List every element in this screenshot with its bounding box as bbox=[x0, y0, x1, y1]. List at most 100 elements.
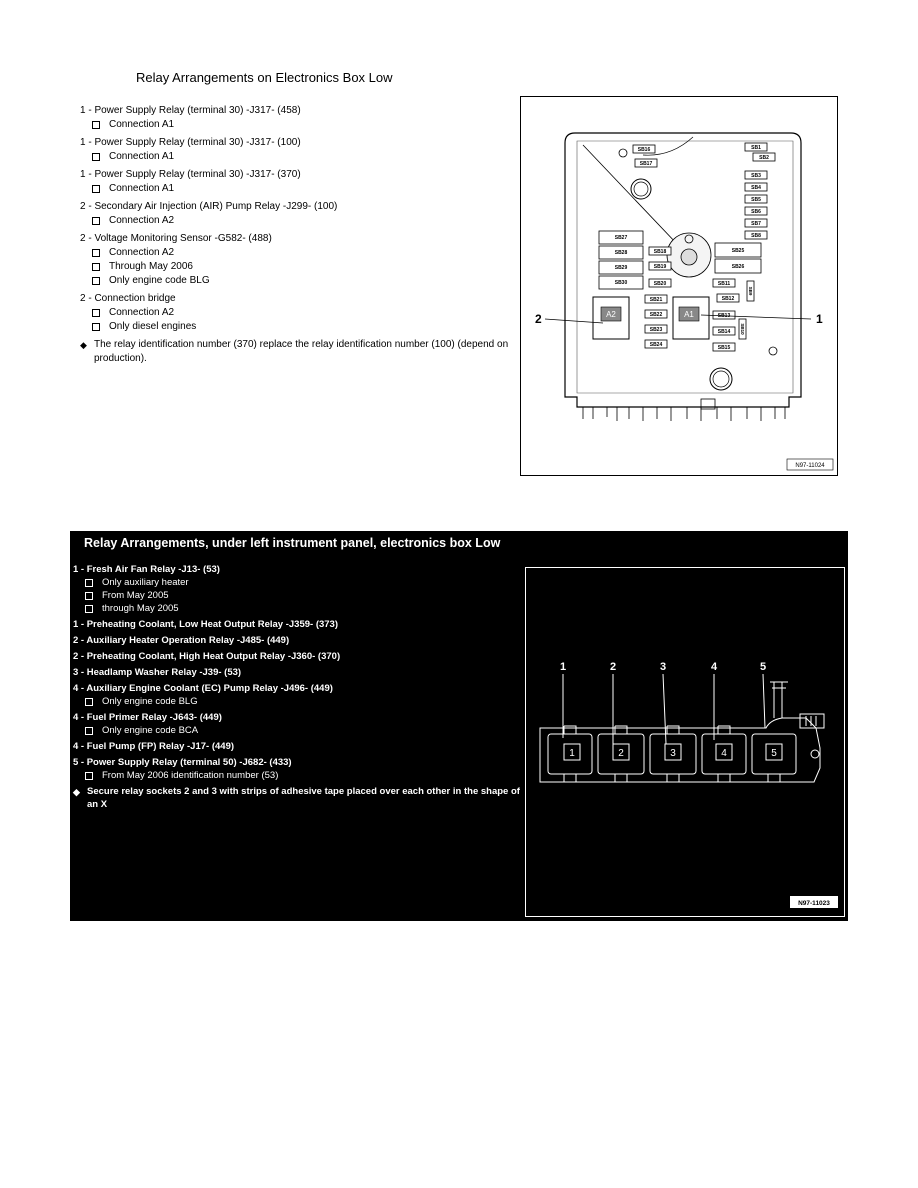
fuse-SB7 bbox=[744, 218, 768, 228]
diamond-bullet-icon: ◆ bbox=[73, 787, 80, 797]
fuse-label: SB7 bbox=[751, 221, 761, 227]
fuse-label: SB24 bbox=[650, 342, 663, 348]
note: ◆ Secure relay sockets 2 and 3 with stri… bbox=[73, 785, 525, 811]
fuse-label: SB14 bbox=[718, 329, 731, 335]
section2-title: Relay Arrangements, under left instrumen… bbox=[84, 536, 501, 550]
callout-3: 3 bbox=[660, 661, 666, 673]
fuse-SB29 bbox=[598, 260, 644, 275]
fuse-label: SB15 bbox=[718, 345, 731, 351]
socket-label-2: 2 bbox=[618, 748, 624, 759]
note-text: Secure relay sockets 2 and 3 with strips… bbox=[87, 786, 520, 810]
fuse-label: SB8 bbox=[751, 233, 761, 239]
socket-number-box bbox=[563, 743, 581, 761]
section2-panel: Relay Arrangements, under left instrumen… bbox=[70, 531, 848, 921]
fuse-SB11 bbox=[712, 278, 736, 288]
socket-number-box bbox=[664, 743, 682, 761]
list-item: 1 - Power Supply Relay (terminal 30) -J3… bbox=[80, 136, 520, 164]
list-item: 2 - Preheating Coolant, High Heat Output… bbox=[73, 650, 525, 663]
item-label: 2 - Secondary Air Injection (AIR) Pump R… bbox=[80, 201, 338, 212]
sub-item: Only engine code BLG bbox=[73, 695, 525, 708]
fuse-SB20 bbox=[648, 278, 672, 288]
fuse-SB5 bbox=[744, 194, 768, 204]
fuse-label: SB21 bbox=[650, 297, 663, 303]
fuse-SB17 bbox=[634, 158, 658, 168]
section2-list: 1 - Fresh Air Fan Relay -J13- (53) Only … bbox=[73, 563, 525, 811]
list-item: 1 - Preheating Coolant, Low Heat Output … bbox=[73, 618, 525, 631]
fuse-SB15 bbox=[712, 342, 736, 352]
note: ◆ The relay identification number (370) … bbox=[80, 338, 520, 366]
list-item: 2 - Secondary Air Injection (AIR) Pump R… bbox=[80, 200, 520, 228]
item-label: 1 - Power Supply Relay (terminal 30) -J3… bbox=[80, 169, 301, 180]
figure-code: N97-11023 bbox=[798, 900, 830, 907]
fuse-SB28 bbox=[598, 245, 644, 260]
sub-item: through May 2005 bbox=[73, 602, 525, 615]
checkbox-bullet-icon bbox=[92, 217, 100, 225]
fuse-SB4 bbox=[744, 182, 768, 192]
list-item: 5 - Power Supply Relay (terminal 50) -J6… bbox=[73, 756, 525, 782]
socket-number-box bbox=[765, 743, 783, 761]
note-text: The relay identification number (370) re… bbox=[94, 339, 509, 364]
list-item: 2 - Auxiliary Heater Operation Relay -J4… bbox=[73, 634, 525, 647]
sub-item: Only auxiliary heater bbox=[73, 576, 525, 589]
item-label: 2 - Preheating Coolant, High Heat Output… bbox=[73, 651, 341, 662]
fuse-label: SB23 bbox=[650, 327, 663, 333]
socket-label-3: 3 bbox=[670, 748, 676, 759]
fuse-label: SB5 bbox=[751, 197, 761, 203]
fuse-SB19 bbox=[648, 261, 672, 271]
fuse-label: SB4 bbox=[751, 185, 761, 191]
section1-title: Relay Arrangements on Electronics Box Lo… bbox=[136, 70, 393, 85]
fuse-label: SB16 bbox=[638, 147, 651, 153]
relay-socket-2 bbox=[597, 733, 645, 775]
sub-item: Connection A2 bbox=[80, 246, 520, 260]
fuse-SB18 bbox=[648, 246, 672, 256]
relay-socket-1 bbox=[547, 733, 593, 775]
fuse-SB26 bbox=[714, 258, 762, 274]
fuse-SB10 bbox=[738, 318, 747, 340]
socket-number-box bbox=[612, 743, 630, 761]
list-item: 4 - Fuel Pump (FP) Relay -J17- (449) bbox=[73, 740, 525, 753]
item-label: 2 - Connection bridge bbox=[80, 293, 176, 304]
item-label: 1 - Power Supply Relay (terminal 30) -J3… bbox=[80, 105, 301, 116]
callout-1: 1 bbox=[816, 312, 823, 326]
item-label: 5 - Power Supply Relay (terminal 50) -J6… bbox=[73, 757, 292, 768]
list-item: 1 - Power Supply Relay (terminal 30) -J3… bbox=[80, 168, 520, 196]
sub-item: Connection A1 bbox=[80, 150, 520, 164]
checkbox-bullet-icon bbox=[85, 726, 93, 735]
fuse-SB25 bbox=[714, 242, 762, 258]
socket-label-5: 5 bbox=[771, 748, 777, 759]
checkbox-bullet-icon bbox=[92, 277, 100, 285]
callout-1: 1 bbox=[560, 661, 566, 673]
checkbox-bullet-icon bbox=[92, 249, 100, 257]
fuse-SB14 bbox=[712, 326, 736, 336]
fuse-label: SB6 bbox=[751, 209, 761, 215]
electronics-box-diagram: SB16 SB17 SB27 SB28 SB29 SB30 SB18 SB19 … bbox=[520, 96, 838, 476]
sub-item: From May 2006 identification number (53) bbox=[73, 769, 525, 782]
checkbox-bullet-icon bbox=[85, 697, 93, 706]
list-item: 3 - Headlamp Washer Relay -J39- (53) bbox=[73, 666, 525, 679]
fuse-SB23 bbox=[644, 324, 668, 334]
fuse-label: SB29 bbox=[615, 265, 628, 271]
relay-a1-label: A1 bbox=[684, 310, 694, 319]
relay-socket-3 bbox=[649, 733, 697, 775]
fuse-SB24 bbox=[644, 339, 668, 349]
fuse-SB12 bbox=[716, 293, 740, 303]
socket-label-4: 4 bbox=[721, 748, 727, 759]
fuse-label: SB9 bbox=[748, 287, 753, 296]
fuse-label: SB1 bbox=[751, 145, 761, 151]
sub-item: Connection A1 bbox=[80, 118, 520, 132]
checkbox-bullet-icon bbox=[92, 323, 100, 331]
section1-list: 1 - Power Supply Relay (terminal 30) -J3… bbox=[80, 104, 520, 366]
diamond-bullet-icon: ◆ bbox=[80, 340, 87, 350]
checkbox-bullet-icon bbox=[92, 185, 100, 193]
fuse-SB8 bbox=[744, 230, 768, 240]
checkbox-bullet-icon bbox=[92, 263, 100, 271]
sub-item: Connection A2 bbox=[80, 306, 520, 320]
fuse-SB30 bbox=[598, 275, 644, 290]
checkbox-bullet-icon bbox=[85, 578, 93, 587]
fuse-SB2 bbox=[752, 152, 776, 162]
checkbox-bullet-icon bbox=[92, 309, 100, 317]
sub-item: Only diesel engines bbox=[80, 320, 520, 334]
relay-socket-diagram: 1 2 3 4 5 bbox=[525, 567, 845, 917]
sub-item: Only engine code BLG bbox=[80, 274, 520, 288]
item-label: 1 - Fresh Air Fan Relay -J13- (53) bbox=[73, 564, 220, 575]
